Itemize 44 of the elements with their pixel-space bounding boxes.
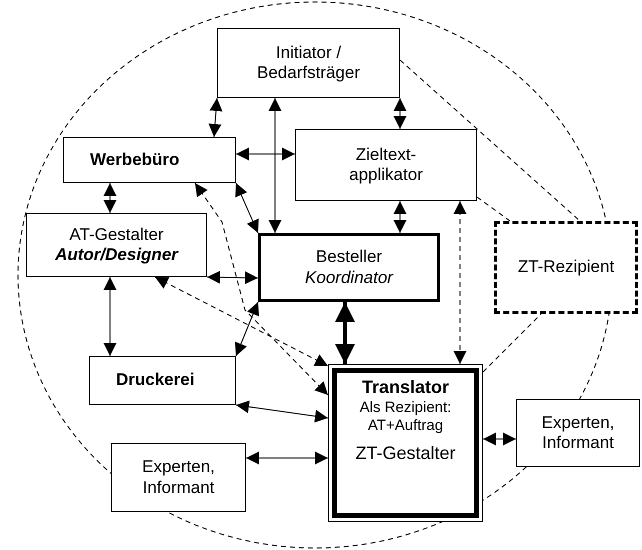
arrow (154, 276, 328, 366)
role-label: Autor/Designer (55, 245, 178, 266)
arrow (236, 400, 328, 423)
role-box (26, 213, 207, 277)
role-label: Werbebüro (90, 150, 180, 170)
role-label: ZT-Rezipient (518, 257, 614, 278)
arrow (268, 98, 282, 234)
connector-line (482, 314, 542, 372)
role-box (63, 137, 236, 183)
role-box (295, 129, 477, 201)
role-label: Besteller (316, 247, 382, 268)
role-box (516, 399, 640, 467)
arrow (234, 302, 260, 356)
arrow (246, 452, 328, 464)
arrow (454, 200, 466, 364)
role-label: Experten, Informant (540, 412, 616, 454)
arrow (482, 432, 516, 446)
role-box (89, 356, 236, 405)
role-label: Druckerei (116, 370, 194, 391)
arrow (104, 182, 116, 214)
role-label: Als Rezipient: AT+Auftrag (358, 398, 452, 435)
recipient-box (494, 221, 638, 314)
role-label: Zieltext-applikator (348, 144, 424, 186)
arrow (194, 182, 328, 396)
role-label: Initiator / Bedarfsträger (256, 42, 361, 84)
coordinator-box (258, 233, 440, 302)
connector-line (400, 60, 580, 222)
arrow (394, 200, 406, 234)
role-label: Koordinator (305, 268, 393, 288)
role-box (111, 443, 246, 512)
arrow (335, 302, 355, 364)
role-label: ZT-Gestalter (355, 442, 456, 464)
arrow (394, 98, 406, 130)
arrow (206, 270, 258, 284)
translator-box (328, 364, 483, 522)
role-label: AT-Gestalter (69, 224, 164, 245)
arrow (235, 182, 259, 234)
arrow (104, 276, 116, 356)
arrow (236, 148, 296, 160)
role-label: Experten, Informant (141, 457, 216, 498)
role-box (217, 28, 400, 98)
role-label: Translator (362, 377, 450, 399)
arrow (208, 98, 222, 138)
connector-line (476, 196, 510, 222)
